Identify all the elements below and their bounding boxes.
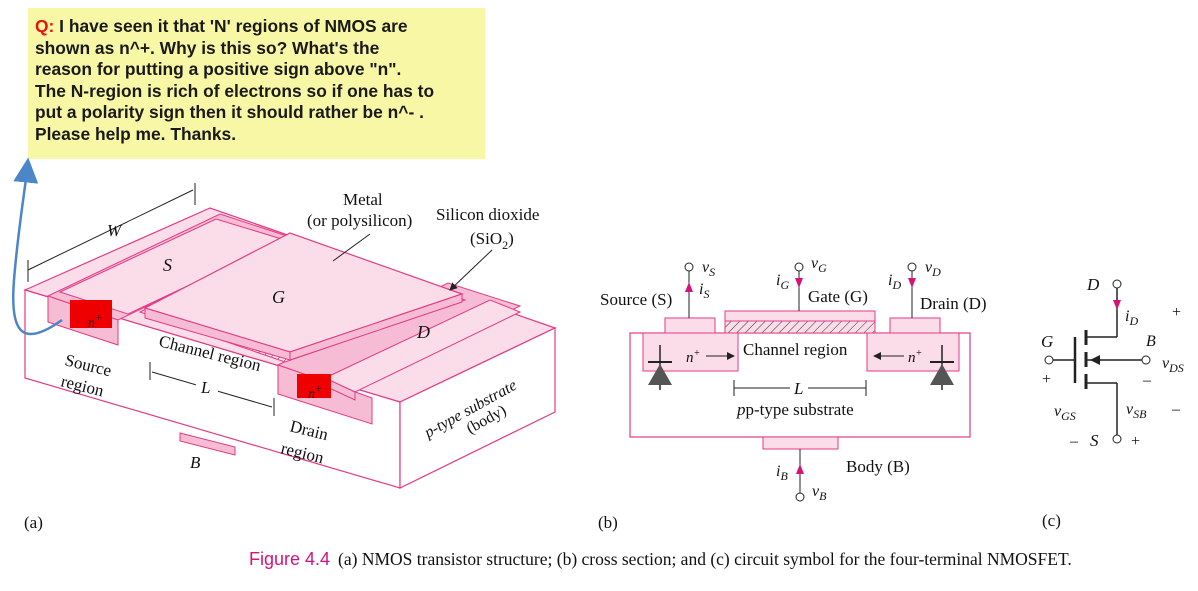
plus-gate-c: + <box>1042 371 1051 388</box>
source-diode <box>648 345 672 390</box>
body-letter: B <box>190 453 201 472</box>
drain-terminal <box>907 262 917 272</box>
source-terminal-c <box>1112 434 1122 444</box>
figure-number: Figure 4.4 <box>249 549 331 569</box>
source-current-arrow <box>685 282 693 292</box>
width-label: W <box>107 221 123 240</box>
metal-label: Metal <box>343 190 383 209</box>
oxide-formula: (SiO2) <box>470 229 514 252</box>
oxide-pointer <box>449 249 493 291</box>
body-contact-b <box>762 436 839 450</box>
question-line: reason for putting a positive sign above… <box>35 59 402 80</box>
source-terminal <box>684 262 694 272</box>
length-label: L <box>200 378 210 397</box>
drain-nplus-b: n+ <box>908 348 922 366</box>
vds-label: vDS <box>1162 355 1184 375</box>
question-text-1: I have seen it that 'N' regions of NMOS … <box>54 16 408 36</box>
body-contact <box>179 432 236 456</box>
minus-vsb-c: – <box>1171 401 1181 418</box>
source-letter-c: S <box>1090 431 1099 450</box>
plus-top-c: + <box>1172 304 1181 321</box>
minus-vds-c: – <box>1142 372 1152 389</box>
pointer-arrow <box>12 157 63 336</box>
plus-bottom-c: + <box>1131 433 1140 450</box>
panel-b-cross-section: n+ n+ Channel region L pp-type substrate… <box>598 255 987 532</box>
vd-label: vD <box>925 259 941 279</box>
source-nplus-highlight <box>70 300 112 328</box>
panel-b-label: (b) <box>598 513 618 532</box>
vs-label: vS <box>702 259 715 279</box>
panel-c-circuit-symbol: D iD + S – + G + B vDS – vGS vSB – (c) <box>1041 275 1184 530</box>
figure-caption: Figure 4.4 (a) NMOS transistor structure;… <box>249 549 1072 570</box>
drain-current-arrow-c <box>1113 300 1121 310</box>
source-nplus-label: n+ <box>88 313 102 331</box>
body-arrow-c <box>1090 355 1100 365</box>
ig-label: iG <box>776 272 789 292</box>
question-box: Q: I have seen it that 'N' regions of NM… <box>28 8 485 159</box>
body-terminal-c <box>1141 355 1151 365</box>
body-terminal <box>795 492 805 502</box>
drain-nplus-label: n+ <box>308 384 322 402</box>
minus-bottom-c: – <box>1069 433 1079 450</box>
metal-sub-label: (or polysilicon) <box>307 211 412 230</box>
width-dimension <box>27 189 194 271</box>
drain-diffusion-b <box>866 332 960 372</box>
gate-letter-c: G <box>1041 332 1053 351</box>
drain-label-b: Drain (D) <box>920 294 987 313</box>
oxide-label: Silicon dioxide <box>436 205 539 224</box>
vb-label: vB <box>812 483 827 503</box>
id-label: iD <box>888 272 901 292</box>
gate-terminal <box>794 262 804 272</box>
question-line: Q: I have seen it that 'N' regions of NM… <box>35 16 477 38</box>
drain-contact-b <box>889 317 941 334</box>
source-diffusion-b <box>642 332 739 372</box>
body-label-b: Body (B) <box>846 457 910 476</box>
gate-letter: G <box>272 287 285 307</box>
ib-label: iB <box>776 463 788 483</box>
question-label: Q: <box>35 16 55 36</box>
panel-c-label: (c) <box>1042 511 1061 530</box>
substrate-side <box>399 327 556 489</box>
panel-a-label: (a) <box>24 513 43 532</box>
body-current-arrow <box>796 464 804 474</box>
channel-label-b: Channel region <box>743 340 848 359</box>
caption-text: (a) NMOS transistor structure; (b) cross… <box>338 549 1072 569</box>
gate-current-arrow <box>795 278 803 288</box>
vgs-label: vGS <box>1054 403 1076 423</box>
question-line: Please help me. Thanks. <box>35 123 237 144</box>
oxide-b <box>724 320 876 334</box>
drain-letter: D <box>416 322 430 342</box>
substrate-label-b: pp-type substrate <box>736 400 854 419</box>
question-line: put a polarity sign then it should rathe… <box>35 102 424 123</box>
source-letter: S <box>163 255 172 275</box>
drain-nplus-highlight <box>297 374 331 398</box>
vg-label: vG <box>811 255 827 275</box>
id-label-c: iD <box>1125 308 1138 328</box>
gate-metal-b <box>724 310 876 322</box>
drain-diode <box>930 345 954 390</box>
question-line: The N-region is rich of electrons so if … <box>35 80 435 101</box>
gate-metal-side <box>289 293 463 361</box>
drain-current-arrow <box>908 278 916 288</box>
panel-a-nmos-structure: n+ n+ W L S G D B Metal (or polysilicon)… <box>23 183 557 532</box>
length-label-b: L <box>793 379 803 398</box>
body-letter-c: B <box>1146 333 1156 350</box>
metal-pointer <box>332 233 371 262</box>
source-nplus-b: n+ <box>686 348 700 366</box>
drain-terminal-c <box>1112 279 1122 289</box>
question-line: shown as n^+. Why is this so? What's the <box>35 37 380 58</box>
gate-label-b: Gate (G) <box>808 287 868 306</box>
vsb-label: vSB <box>1126 401 1147 421</box>
gate-terminal-c <box>1044 355 1054 365</box>
drain-letter-c: D <box>1086 275 1100 294</box>
is-label: iS <box>699 281 709 301</box>
length-label-bg <box>196 376 218 398</box>
source-label-b: Source (S) <box>600 290 672 309</box>
substrate-label-b-text: p-type substrate <box>746 400 854 419</box>
source-contact-b <box>664 317 716 334</box>
